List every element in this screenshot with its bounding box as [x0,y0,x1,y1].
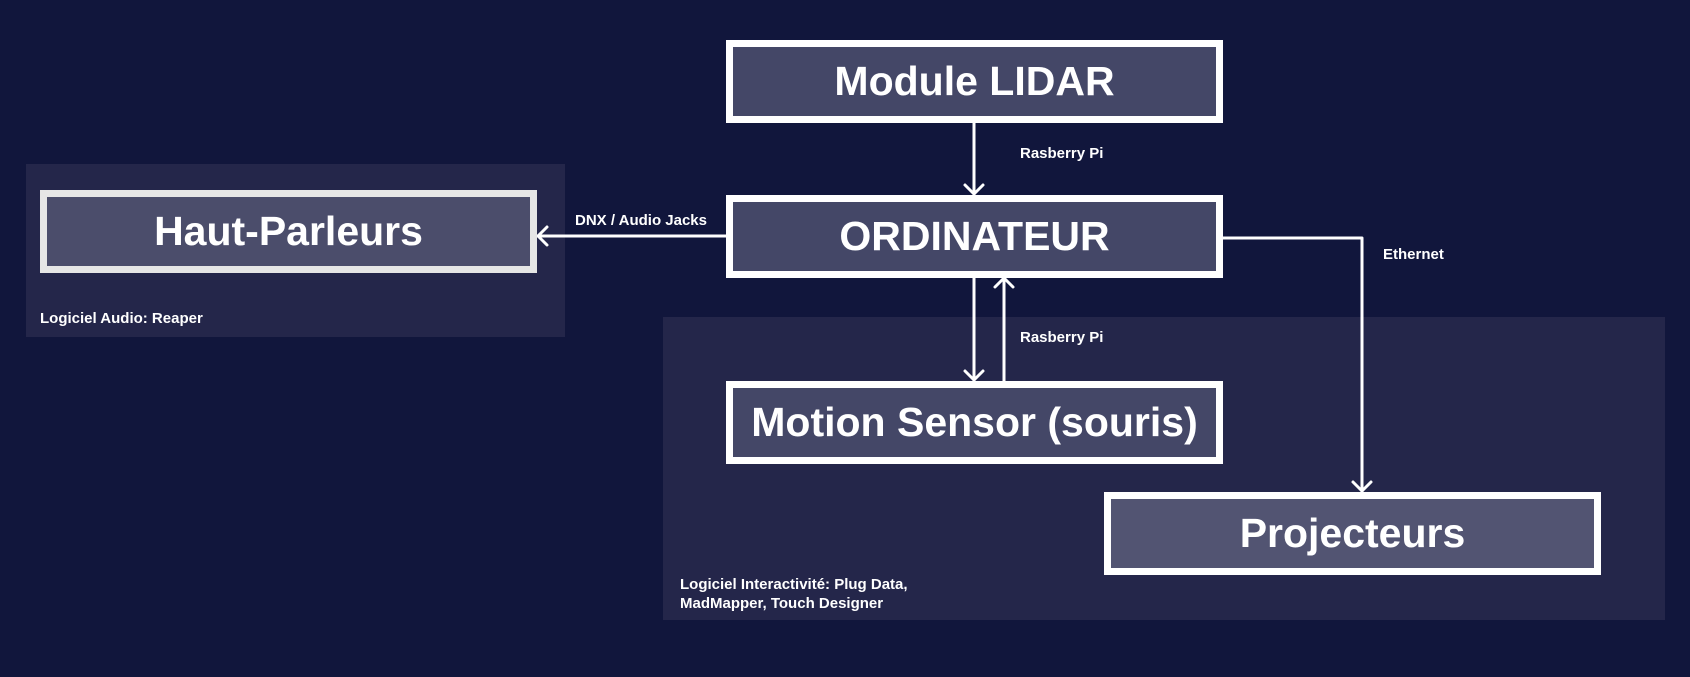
arrowhead-into-haut-parleurs [536,225,549,247]
node-haut-parleurs: Haut-Parleurs [40,190,537,273]
node-ordinateur: ORDINATEUR [726,195,1223,278]
node-projecteurs: Projecteurs [1104,492,1601,575]
audio-software-label: Logiciel Audio: Reaper [40,310,203,327]
node-module-lidar: Module LIDAR [726,40,1223,123]
interactivity-software-label-line1: Logiciel Interactivité: Plug Data, [680,576,908,593]
edge-label-ordinateur-haut-parleurs: DNX / Audio Jacks [575,212,707,229]
arrowhead-into-projecteurs [1351,480,1373,493]
edge-ordinateur-projecteurs [1220,236,1364,493]
interactivity-software-label: Logiciel Interactivité: Plug Data, MadMa… [680,575,908,613]
arrowhead-into-ordinateur-from-sensor [993,276,1015,289]
interactivity-software-label-line2: MadMapper, Touch Designer [680,595,884,612]
edge-label-ordinateur-motion-sensor: Rasberry Pi [1020,329,1104,346]
node-motion-sensor: Motion Sensor (souris) [726,381,1223,464]
edge-label-lidar-ordinateur: Rasberry Pi [1020,145,1104,162]
arrowhead-into-motion-sensor [963,369,985,382]
arrowhead-into-ordinateur [963,183,985,196]
edge-label-ordinateur-projecteurs: Ethernet [1383,246,1444,263]
